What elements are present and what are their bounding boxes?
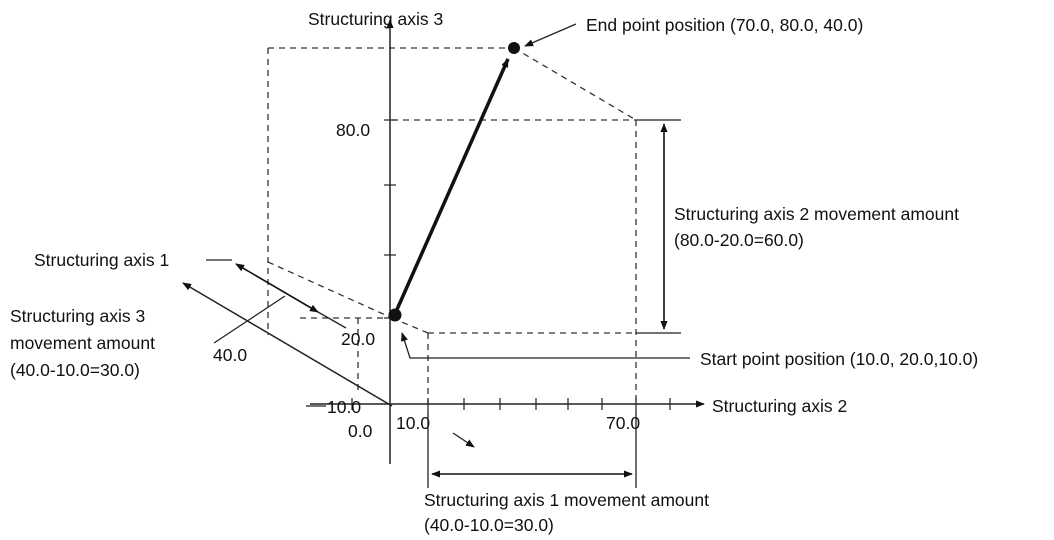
axis3-movement-line2: movement amount <box>10 333 155 353</box>
tick-label-70: 70.0 <box>606 413 640 433</box>
axis2-label: Structuring axis 2 <box>712 396 847 416</box>
tick-label-40: 40.0 <box>213 345 247 365</box>
axis1-line <box>182 282 393 407</box>
axis2-movement-line1: Structuring axis 2 movement amount <box>674 204 959 224</box>
tick-label-10: 10.0 <box>396 413 430 433</box>
tick-marks <box>351 119 671 410</box>
axis2-movement-line2: (80.0-20.0=60.0) <box>674 230 804 250</box>
direction-arrow <box>452 432 475 448</box>
start-point-label: Start point position (10.0, 20.0,10.0) <box>700 349 978 369</box>
axis1-label: Structuring axis 1 <box>34 250 169 270</box>
start-point-marker <box>388 308 402 322</box>
tick-label-20: 20.0 <box>341 329 375 349</box>
axis-lines <box>182 19 705 464</box>
tick-label-origin: 0.0 <box>348 421 373 441</box>
tick-label-neg10: 10.0 <box>327 397 361 417</box>
axis3-movement-line3: (40.0-10.0=30.0) <box>10 360 140 380</box>
axis1-movement-line1: Structuring axis 1 movement amount <box>424 490 709 510</box>
axis3-movement-line1: Structuring axis 3 <box>10 306 145 326</box>
axis3-label: Structuring axis 3 <box>308 9 443 29</box>
tick-label-80: 80.0 <box>336 120 370 140</box>
axis1-movement-line2: (40.0-10.0=30.0) <box>424 515 554 535</box>
end-point-marker <box>508 42 520 54</box>
movement-vector <box>393 58 510 315</box>
end-point-label: End point position (70.0, 80.0, 40.0) <box>586 15 863 35</box>
axis1-dimension-line <box>235 263 319 313</box>
dashed-guide-lines <box>267 47 637 404</box>
